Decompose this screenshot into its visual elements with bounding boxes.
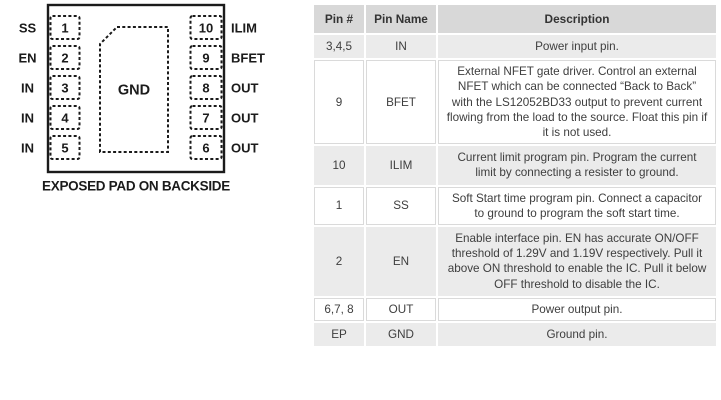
pin-label-ilim: ILIM <box>231 21 257 36</box>
pinout-diagram: GND 1 SS 2 EN 3 IN 4 IN 5 IN 10 ILIM 9 <box>18 3 265 194</box>
pin-number-10: 10 <box>199 21 213 36</box>
cell-description: Power input pin. <box>438 35 716 59</box>
pin-box-7 <box>189 105 223 130</box>
pin-box-9 <box>189 45 223 70</box>
pin-box-1 <box>49 15 81 40</box>
cell-description: Current limit program pin. Program the c… <box>438 146 716 185</box>
gnd-exposed-pad <box>99 26 169 153</box>
table-row-in: 3,4,5 IN Power input pin. <box>314 35 716 59</box>
pin-label-out-6: OUT <box>231 141 259 156</box>
pin-label-in-4: IN <box>21 111 34 126</box>
cell-pin-name: BFET <box>366 60 436 145</box>
pin-label-ss: SS <box>19 21 37 36</box>
pin-number-3: 3 <box>61 81 68 96</box>
pin-box-8 <box>189 75 223 100</box>
pin-box-5 <box>49 135 81 160</box>
table-row-ss: 1 SS Soft Start time program pin. Connec… <box>314 186 716 226</box>
gnd-pad-label: GND <box>118 83 150 99</box>
col-header-pin-name: Pin Name <box>366 5 436 33</box>
pin-number-5: 5 <box>61 141 68 156</box>
pin-number-6: 6 <box>202 141 209 156</box>
col-header-description: Description <box>438 5 716 33</box>
cell-pin-number: EP <box>314 323 364 347</box>
pin-box-2 <box>49 45 81 70</box>
pin-label-en: EN <box>18 51 36 66</box>
pin-label-out-8: OUT <box>231 81 259 96</box>
pin-number-8: 8 <box>202 81 209 96</box>
cell-pin-name: SS <box>366 186 436 226</box>
cell-pin-number: 3,4,5 <box>314 35 364 59</box>
pin-label-in-5: IN <box>21 141 34 156</box>
pin-box-3 <box>49 75 81 100</box>
cell-pin-number: 1 <box>314 186 364 226</box>
cell-description: External NFET gate driver. Control an ex… <box>438 60 716 145</box>
table-header-row: Pin # Pin Name Description <box>314 5 716 33</box>
cell-pin-name: OUT <box>366 297 436 322</box>
exposed-pad-caption: EXPOSED PAD ON BACKSIDE <box>42 179 230 194</box>
cell-pin-number: 10 <box>314 146 364 185</box>
pin-label-in-3: IN <box>21 81 34 96</box>
pin-label-bfet: BFET <box>231 51 265 66</box>
cell-pin-name: EN <box>366 227 436 296</box>
pin-number-2: 2 <box>61 51 68 66</box>
table-row-out: 6,7, 8 OUT Power output pin. <box>314 297 716 322</box>
pin-label-out-7: OUT <box>231 111 259 126</box>
pin-group-right: 10 ILIM 9 BFET 8 OUT 7 OUT 6 OUT <box>189 15 265 160</box>
pin-box-6 <box>189 135 223 160</box>
cell-description: Power output pin. <box>438 297 716 322</box>
pin-number-1: 1 <box>61 21 68 36</box>
cell-description: Soft Start time program pin. Connect a c… <box>438 186 716 226</box>
cell-pin-name: ILIM <box>366 146 436 185</box>
table-row-ilim: 10 ILIM Current limit program pin. Progr… <box>314 146 716 185</box>
chip-body-outline <box>46 3 226 174</box>
pin-number-9: 9 <box>202 51 209 66</box>
cell-pin-number: 9 <box>314 60 364 145</box>
cell-pin-name: IN <box>366 35 436 59</box>
cell-pin-number: 2 <box>314 227 364 296</box>
table-row-bfet: 9 BFET External NFET gate driver. Contro… <box>314 60 716 145</box>
pin-number-4: 4 <box>61 111 69 126</box>
pin-group-left: 1 SS 2 EN 3 IN 4 IN 5 IN <box>18 15 81 160</box>
cell-pin-number: 6,7, 8 <box>314 297 364 322</box>
table-row-gnd: EP GND Ground pin. <box>314 323 716 347</box>
pin-function-table: Pin # Pin Name Description 3,4,5 IN Powe… <box>312 3 718 348</box>
cell-pin-name: GND <box>366 323 436 347</box>
pin-box-10 <box>189 15 223 40</box>
col-header-pin-number: Pin # <box>314 5 364 33</box>
pin-number-7: 7 <box>202 111 209 126</box>
cell-description: Enable interface pin. EN has accurate ON… <box>438 227 716 296</box>
cell-description: Ground pin. <box>438 323 716 347</box>
table-row-en: 2 EN Enable interface pin. EN has accura… <box>314 227 716 296</box>
pin-box-4 <box>49 105 81 130</box>
